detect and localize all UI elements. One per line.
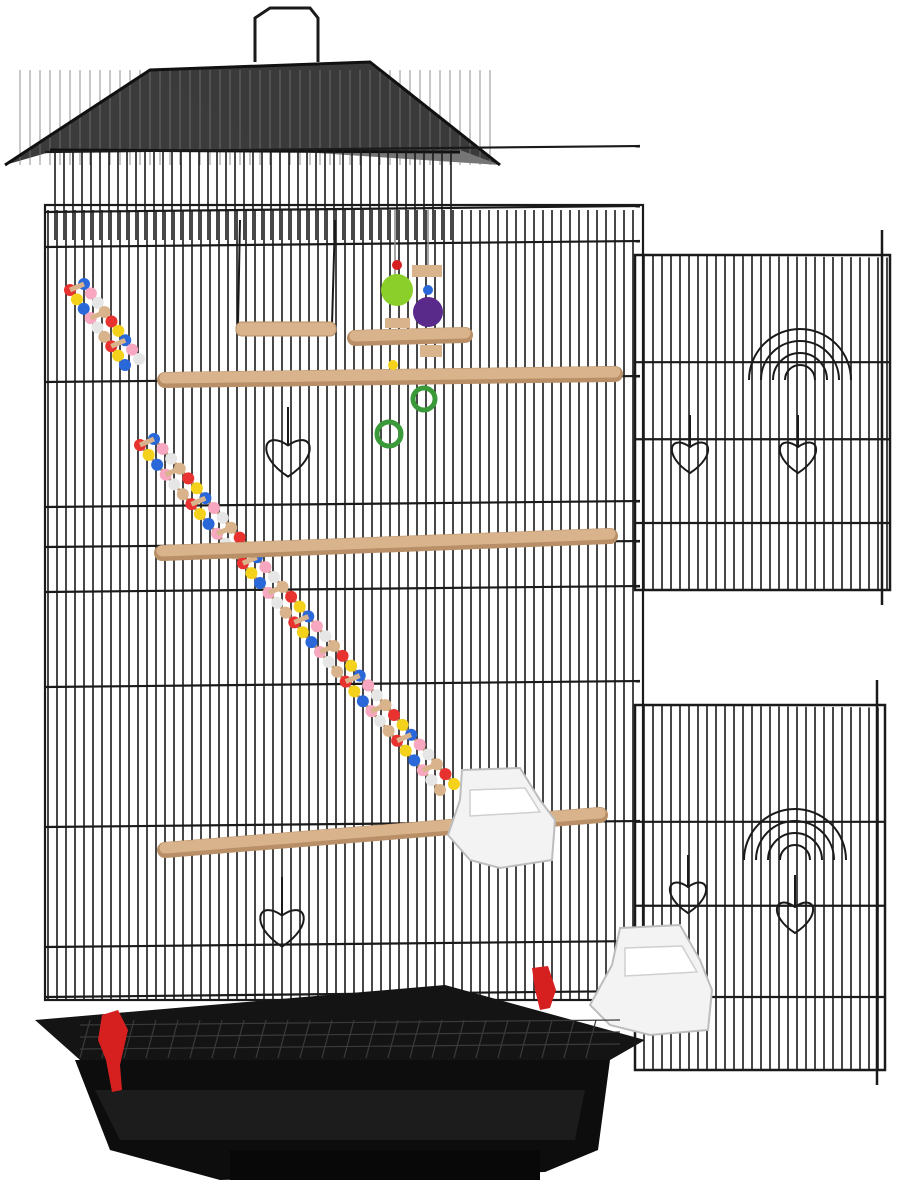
bead-ladder-long [134, 433, 460, 796]
open-door-upper [633, 230, 892, 605]
hanging-handle [253, 6, 320, 62]
feeder-door [588, 923, 714, 1037]
tray-clip-left [98, 1010, 128, 1092]
cage-tray [35, 985, 645, 1180]
cage-horizontal-rings [43, 144, 645, 1002]
open-door-lower [633, 680, 887, 1085]
hanging-toys [374, 210, 443, 449]
bead-ladder-top [64, 278, 145, 371]
cage-roof [4, 60, 501, 167]
feeder-inside [446, 766, 557, 870]
swing [235, 219, 337, 337]
tray-clip-right [532, 966, 556, 1010]
